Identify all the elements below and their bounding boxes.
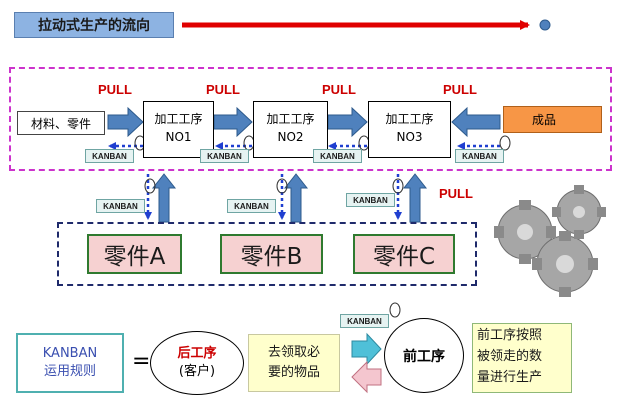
rule-line-2: 运用规则 <box>43 364 96 379</box>
paperclip-icon <box>392 178 404 194</box>
note-line-1: 前工序按照 <box>477 328 543 343</box>
pull-label-2: PULL <box>206 82 240 97</box>
flow-arrow-1 <box>107 106 144 138</box>
rule-note: 前工序按照 被领走的数 量进行生产 <box>472 323 572 393</box>
process-flow-frame <box>9 67 612 171</box>
note-line-2: 被领走的数 <box>477 349 543 364</box>
paperclip-icon <box>144 178 156 194</box>
supply-arrow-left <box>351 360 382 394</box>
pull-label-5: PULL <box>439 186 473 201</box>
kanban-card: KANBAN <box>346 193 395 207</box>
customer-line-2: (客户) <box>178 364 216 379</box>
pull-label-1: PULL <box>98 82 132 97</box>
customer-line-1: 后工序 <box>177 346 217 361</box>
kanban-card: KANBAN <box>340 314 389 328</box>
process-code: NO3 <box>396 130 423 144</box>
kanban-card: KANBAN <box>200 149 249 163</box>
kanban-card: KANBAN <box>455 149 504 163</box>
flow-arrow-back <box>451 106 501 138</box>
material-box: 材料、零件 <box>17 111 105 135</box>
paperclip-icon <box>499 135 511 151</box>
flow-arrow-2 <box>213 106 253 138</box>
kanban-card: KANBAN <box>96 199 145 213</box>
pull-label-3: PULL <box>322 82 356 97</box>
process-code: NO2 <box>277 130 304 144</box>
page-title: 拉动式生产的流向 <box>14 12 174 38</box>
fetch-line-1: 去领取必 <box>267 345 320 360</box>
up-arrow-c <box>402 173 428 223</box>
process-no2: 加工工序 NO2 <box>253 101 328 158</box>
product-box: 成品 <box>503 106 602 133</box>
fetch-box: 去领取必 要的物品 <box>248 334 340 392</box>
process-name: 加工工序 <box>154 112 203 126</box>
paperclip-icon <box>389 302 401 318</box>
note-line-3: 量进行生产 <box>477 370 543 385</box>
kanban-rule-box: KANBAN 运用规则 <box>16 333 124 393</box>
process-name: 加工工序 <box>385 112 434 126</box>
process-name: 加工工序 <box>266 112 315 126</box>
up-arrow-b <box>283 173 309 223</box>
flow-end-dot <box>539 19 551 31</box>
part-a: 零件A <box>87 234 182 274</box>
pull-label-4: PULL <box>443 82 477 97</box>
kanban-card: KANBAN <box>227 199 276 213</box>
process-no3: 加工工序 NO3 <box>368 101 451 158</box>
fetch-line-2: 要的物品 <box>267 365 320 380</box>
rule-line-1: KANBAN <box>42 346 98 361</box>
equals-sign: = <box>132 349 151 374</box>
customer-ellipse: 后工序 (客户) <box>150 331 244 395</box>
paperclip-icon <box>276 178 288 194</box>
request-arrow-right <box>351 332 382 366</box>
kanban-card: KANBAN <box>313 149 362 163</box>
part-c: 零件C <box>353 234 455 274</box>
parts-frame <box>57 222 477 286</box>
part-b: 零件B <box>220 234 323 274</box>
up-arrow-a <box>151 173 177 223</box>
kanban-card: KANBAN <box>85 149 134 163</box>
flow-arrow-3 <box>327 106 368 138</box>
gears-icon <box>494 185 606 297</box>
front-process-label: 前工序 <box>403 348 445 365</box>
process-code: NO1 <box>165 130 192 144</box>
process-no1: 加工工序 NO1 <box>143 101 214 158</box>
front-process-ellipse: 前工序 <box>384 318 464 393</box>
